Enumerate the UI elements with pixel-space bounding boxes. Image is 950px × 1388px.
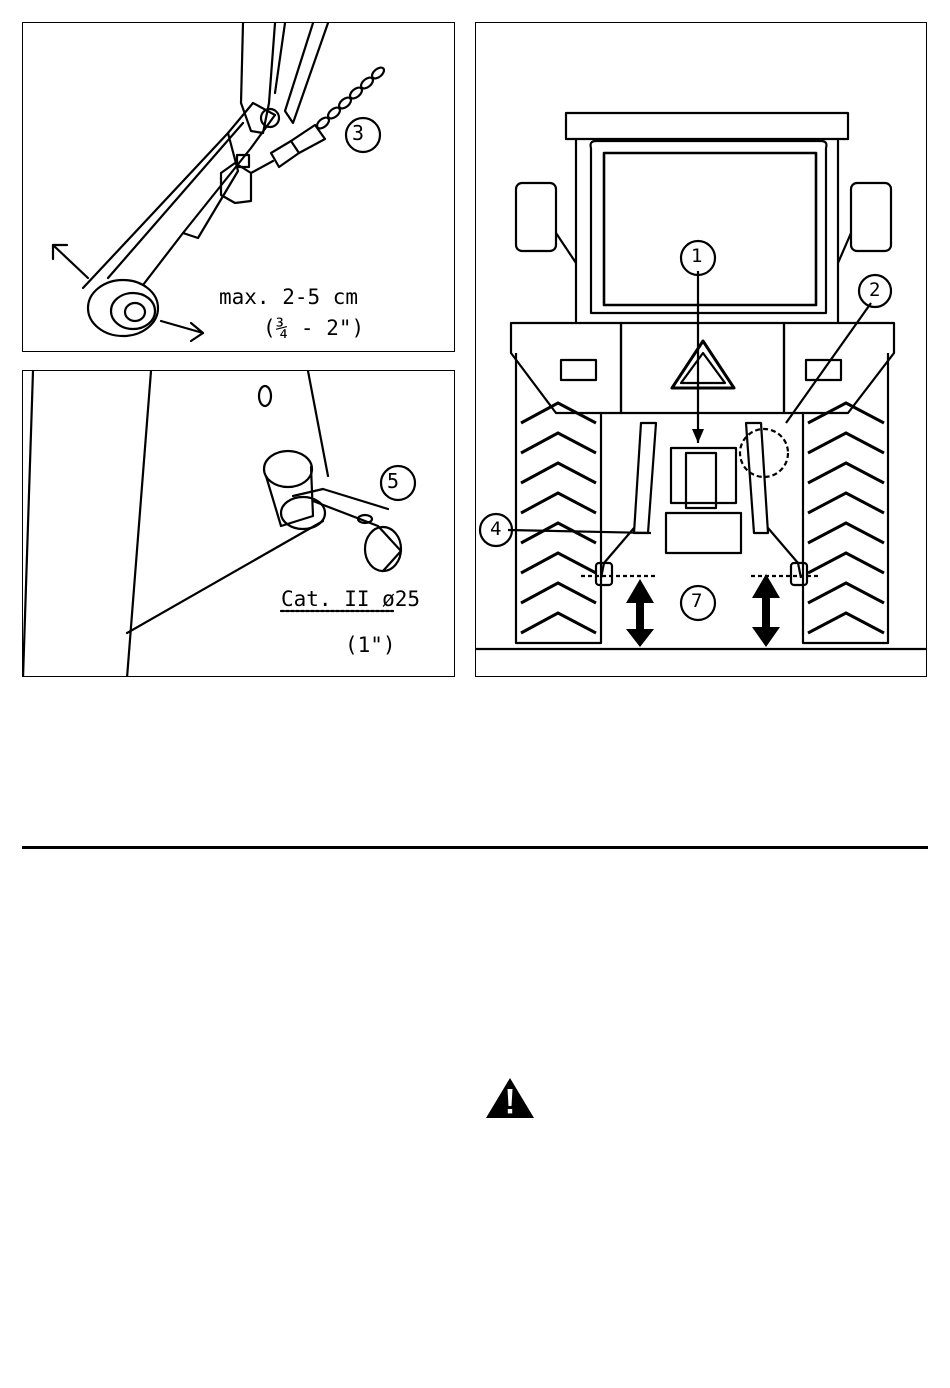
warning-triangle-icon — [484, 1076, 536, 1120]
figure-chain-adjustment: 3 max. 2-5 cm (¾ - 2") — [22, 22, 455, 352]
pin-imperial-label: (1") — [345, 633, 396, 657]
tractor-drawing — [476, 23, 927, 677]
play-imperial-label: (¾ - 2") — [263, 316, 364, 340]
callout-3: 3 — [352, 121, 364, 145]
callout-2: 2 — [869, 279, 880, 301]
play-metric-label: max. 2-5 cm — [219, 285, 358, 309]
figure-pin-category: 5 Cat. II ø25 (1") — [22, 370, 455, 677]
callout-4: 4 — [490, 518, 501, 540]
figure-tractor-rear: 1 2 4 7 — [475, 22, 927, 677]
callout-7: 7 — [691, 590, 702, 612]
pin-drawing — [23, 371, 455, 677]
callout-5: 5 — [387, 469, 399, 493]
callout-1: 1 — [691, 245, 702, 267]
section-divider — [22, 846, 928, 849]
pin-spec-label: Cat. II ø25 — [281, 587, 420, 611]
